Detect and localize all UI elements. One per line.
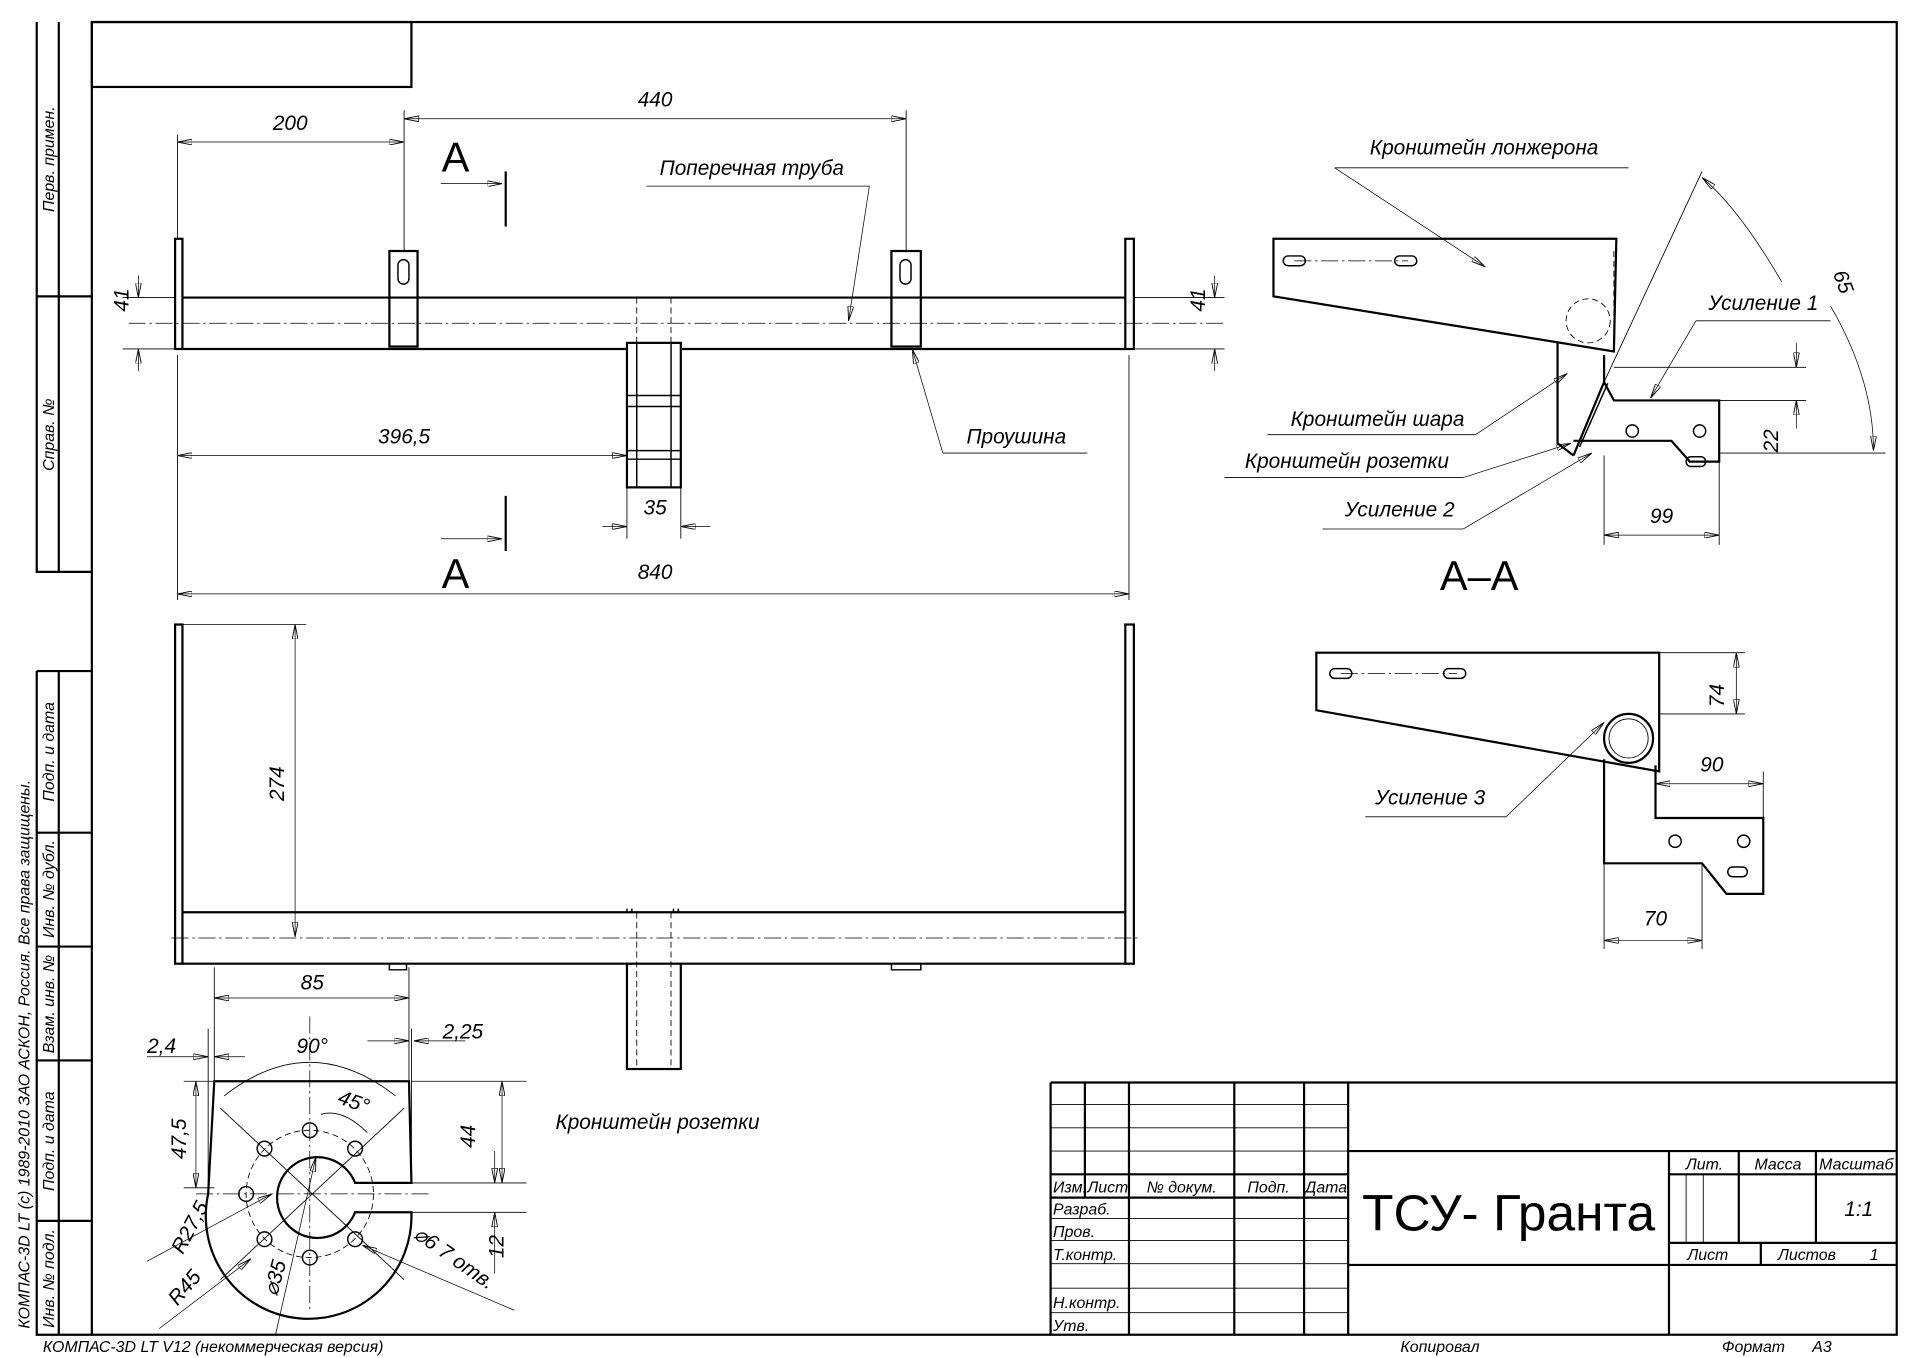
- strip-cell-6: Инв. № подл.: [41, 1229, 58, 1328]
- header-list: Лист: [1086, 1180, 1128, 1197]
- dim-r45: R45: [164, 1265, 206, 1309]
- socket-bracket-detail: 85 2,4 90° 2,25 45° 47,5 44 12 R27,5 R45…: [146, 967, 760, 1335]
- section-mark-top: A: [442, 133, 470, 180]
- dim-99: 99: [1650, 505, 1674, 528]
- bracket-view-2: 74 90 70 Усиление 3: [1315, 651, 1765, 950]
- dim-440: 440: [638, 89, 673, 112]
- dim-41-right: 41: [1187, 288, 1210, 311]
- dim-200: 200: [272, 112, 308, 135]
- front-view: 274: [171, 623, 1139, 1071]
- format-label: Формат: [1722, 1339, 1785, 1356]
- section-a-a: 65 22 99 Кронштейн лонжерона Усиление 1 …: [1224, 136, 1886, 599]
- sheets-label: Листов: [1777, 1247, 1836, 1264]
- dim-41-left: 41: [111, 288, 134, 311]
- side-strip: Перв. примен. Справ. № Подп. и дата Инв.…: [16, 22, 92, 1336]
- scale-label: Масштаб: [1819, 1156, 1894, 1173]
- top-view: 200 440 41 41 396,5 35 840 A A Поперечна…: [111, 89, 1225, 601]
- scale-value: 1:1: [1844, 1198, 1873, 1221]
- copied-label: Копировал: [1400, 1339, 1479, 1356]
- dim-85: 85: [301, 971, 325, 994]
- mass-label: Масса: [1754, 1156, 1801, 1173]
- drawing-title: ТСУ- Гранта: [1362, 1184, 1655, 1242]
- eyelet-left: [388, 249, 419, 348]
- center-bracket: [625, 297, 682, 489]
- dim-840: 840: [638, 561, 673, 584]
- dim-45-deg: 45°: [335, 1086, 372, 1118]
- dim-holes: ⌀6 7 отв.: [410, 1222, 499, 1294]
- dim-47-5: 47,5: [168, 1118, 191, 1159]
- lit-label: Лит.: [1685, 1156, 1723, 1173]
- strip-cell-4: Взам. инв. №: [41, 955, 58, 1053]
- format-value: А3: [1811, 1339, 1832, 1356]
- label-reinforcement-1: Усиление 1: [1707, 292, 1818, 315]
- role-approved: Утв.: [1052, 1318, 1089, 1335]
- eyelet-right: [890, 249, 922, 348]
- strip-cell-3: Инв. № дубл.: [41, 840, 58, 938]
- dim-angle-65: 65: [1828, 267, 1858, 297]
- header-izm: Изм.: [1053, 1180, 1087, 1197]
- dim-dia-35: ⌀35: [260, 1257, 292, 1298]
- header-sign: Подп.: [1247, 1180, 1289, 1197]
- section-mark-bottom: A: [442, 550, 470, 597]
- label-reinforcement-2: Усиление 2: [1344, 499, 1455, 522]
- strip-cell-5: Подп. и дата: [41, 1091, 58, 1191]
- dim-74: 74: [1706, 684, 1729, 707]
- label-cross-tube: Поперечная труба: [660, 157, 844, 180]
- section-title: А–А: [1440, 552, 1519, 599]
- mounting-holes: [238, 1122, 364, 1266]
- label-socket-bracket-section: Кронштейн розетки: [1245, 450, 1450, 473]
- label-spar-bracket: Кронштейн лонжерона: [1370, 136, 1599, 159]
- sheet-label: Лист: [1686, 1247, 1728, 1264]
- dim-90: 90: [1700, 753, 1724, 776]
- strip-cell-0: Перв. примен.: [41, 106, 58, 212]
- dim-274: 274: [266, 766, 289, 802]
- dim-2-25: 2,25: [442, 1020, 484, 1043]
- label-eyelet: Проушина: [966, 425, 1066, 448]
- dim-22: 22: [1760, 429, 1783, 454]
- footer: КОМПАС-3D LT V12 (некоммерческая версия)…: [43, 1339, 1832, 1356]
- dim-44: 44: [457, 1125, 480, 1148]
- sheet-frame: [90, 20, 1898, 1336]
- label-ball-bracket: Кронштейн шара: [1291, 408, 1465, 431]
- dim-396-5: 396,5: [378, 425, 430, 448]
- sheets-count: 1: [1870, 1247, 1879, 1264]
- copyright-text: КОМПАС-3D LT (c) 1989-2010 ЗАО АСКОН, Ро…: [16, 780, 33, 1329]
- dim-70: 70: [1644, 908, 1668, 931]
- title-block: Изм. Лист № докум. Подп. Дата Разраб. Пр…: [1049, 1081, 1897, 1335]
- role-developed: Разраб.: [1053, 1202, 1111, 1219]
- dim-35: 35: [644, 496, 668, 519]
- software-note: КОМПАС-3D LT V12 (некоммерческая версия): [43, 1339, 384, 1356]
- strip-cell-1: Справ. №: [41, 399, 58, 471]
- header-doc-no: № докум.: [1147, 1180, 1217, 1197]
- strip-cell-2: Подп. и дата: [41, 702, 58, 802]
- label-reinforcement-3: Усиление 3: [1374, 787, 1485, 810]
- label-socket-bracket: Кронштейн розетки: [555, 1111, 760, 1134]
- dim-2-4: 2,4: [146, 1035, 176, 1058]
- dim-12: 12: [485, 1235, 508, 1259]
- header-date: Дата: [1303, 1180, 1347, 1197]
- role-norm-control: Н.контр.: [1053, 1295, 1120, 1312]
- role-checked: Пров.: [1053, 1224, 1095, 1241]
- role-tech-control: Т.контр.: [1053, 1247, 1117, 1264]
- dim-90-deg: 90°: [297, 1035, 328, 1058]
